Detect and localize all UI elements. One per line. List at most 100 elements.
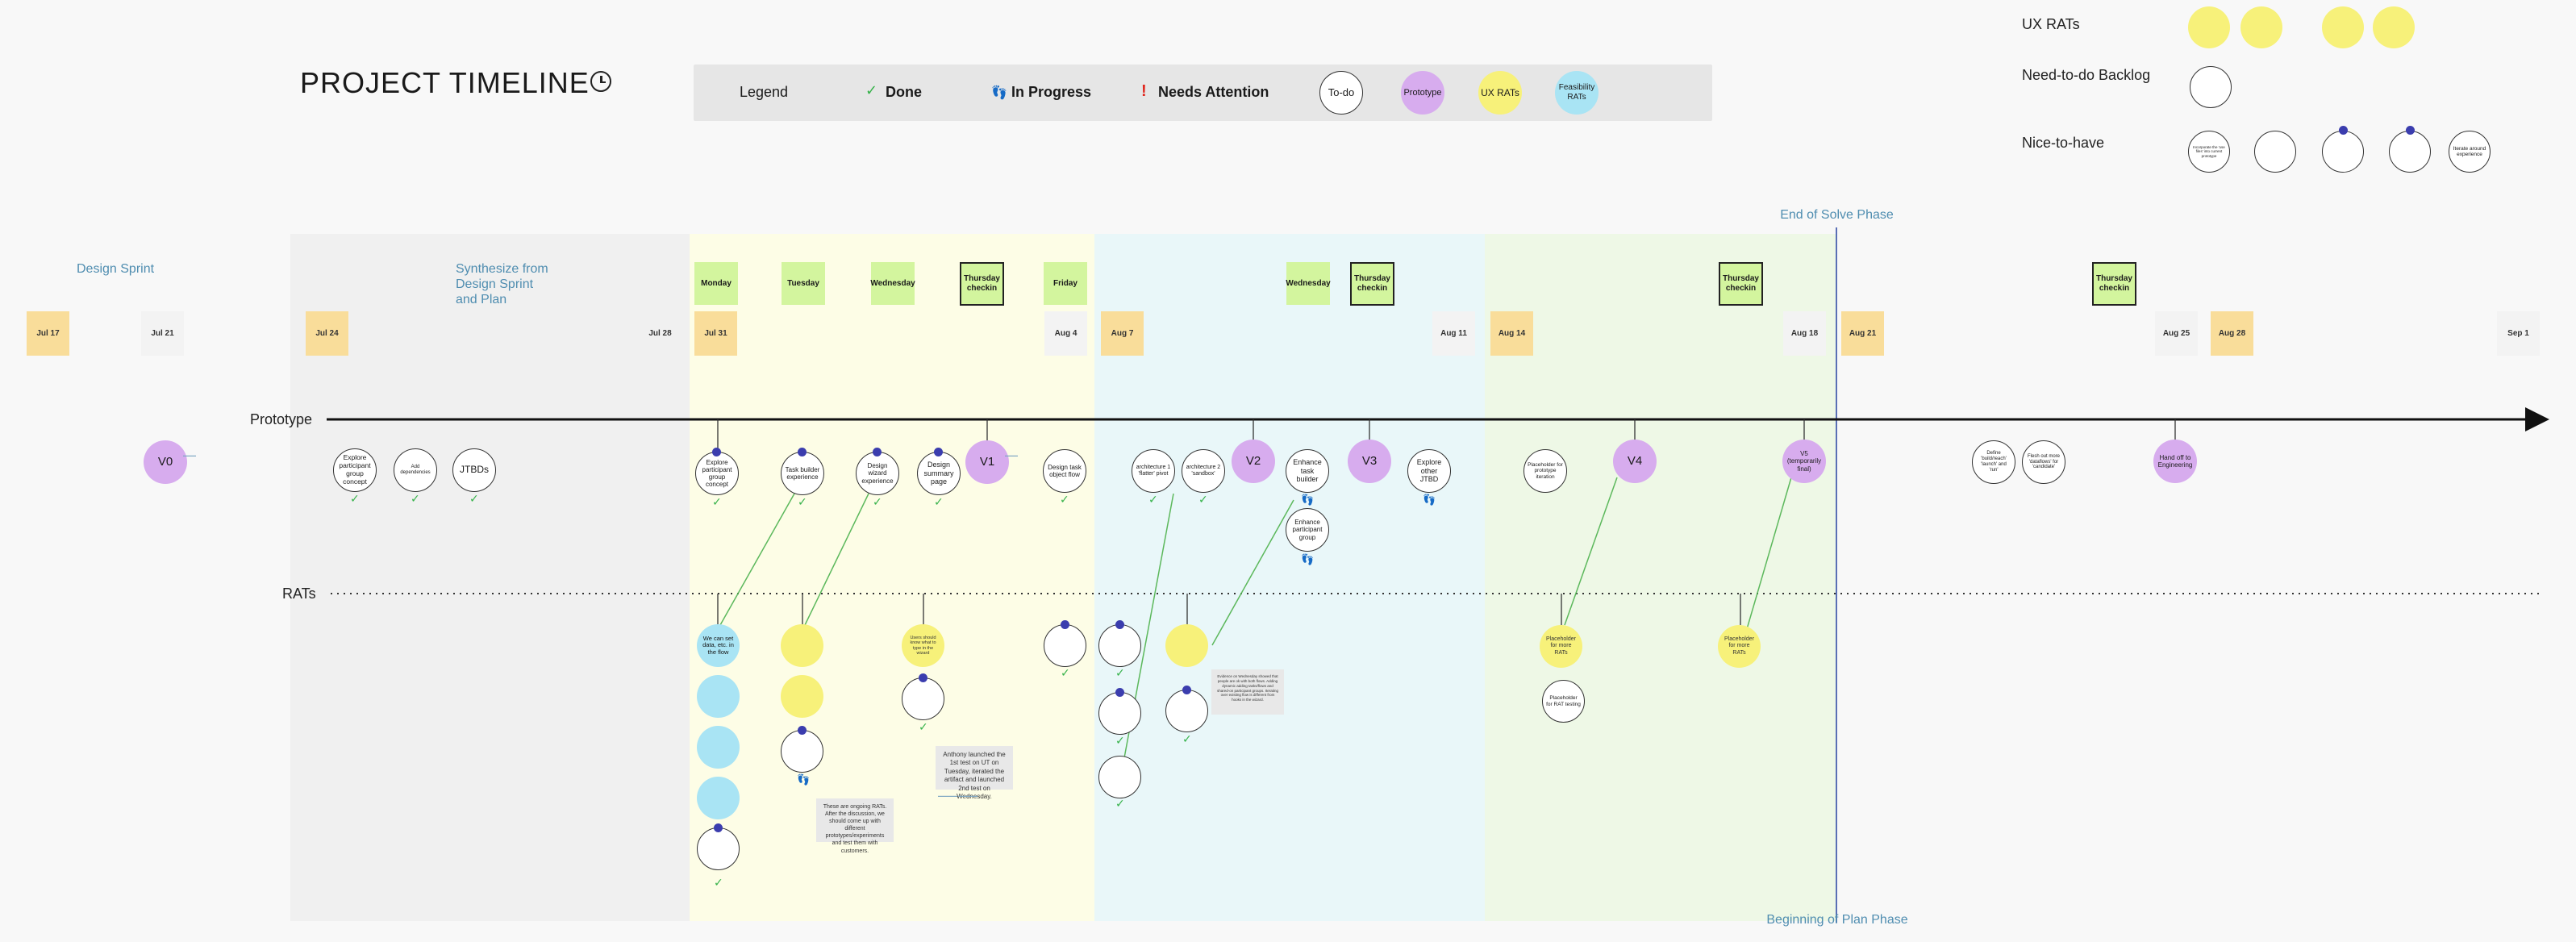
date-marker: Jul 28 — [648, 329, 672, 338]
check-icon: ✓ — [714, 876, 723, 889]
todo-rat-node — [902, 677, 944, 720]
nice-item — [2254, 131, 2296, 173]
date-marker: Aug 11 — [1432, 311, 1475, 356]
todo-node: Design summary page — [917, 452, 961, 495]
day-marker: Thursday checkin — [2092, 262, 2136, 306]
day-marker: Wednesday — [1286, 262, 1331, 305]
legend-ux-rats: UX RATs — [1478, 71, 1522, 115]
day-marker: Thursday checkin — [960, 262, 1004, 306]
ux-rat-node: Placeholder for more RATs — [1540, 625, 1582, 668]
footprints-icon: 👣 — [1301, 553, 1315, 565]
day-marker: Thursday checkin — [1719, 262, 1763, 306]
ux-rat-node — [1165, 624, 1208, 667]
check-icon: ✓ — [350, 492, 360, 505]
assignee-dot — [1061, 620, 1069, 629]
day-marker: Monday — [694, 262, 738, 305]
prototype-node: V1 — [965, 440, 1009, 484]
week2-band — [1094, 234, 1485, 921]
date-marker: Aug 21 — [1841, 311, 1884, 356]
check-icon: ✓ — [1115, 734, 1125, 747]
date-marker: Aug 25 — [2155, 311, 2198, 356]
check-icon: ✓ — [411, 492, 420, 505]
check-icon: ✓ — [1061, 666, 1070, 679]
todo-node: Placeholder for prototype iteration — [1524, 449, 1567, 493]
legend-prototype: Prototype — [1401, 71, 1444, 115]
assignee-dot — [798, 726, 807, 735]
annotation: ▬▬▬▬▬▬ ▬▬▬▬▬▬ — [938, 794, 978, 798]
day-marker: Friday — [1044, 262, 1087, 305]
check-icon: ✓ — [873, 495, 882, 508]
annotation: ▬▬▬▬ — [183, 453, 196, 457]
day-marker: Tuesday — [782, 262, 825, 305]
todo-node: Task builder experience — [781, 452, 824, 495]
prototype-row-label: Prototype — [250, 411, 313, 427]
date-marker: Jul 24 — [306, 311, 348, 356]
todo-rat-node: Placeholder for RAT testing — [1542, 680, 1585, 723]
assignee-dot — [2406, 126, 2415, 135]
check-icon: ✓ — [1148, 493, 1158, 506]
backlog-item — [2190, 66, 2232, 108]
sticky-note: These are ongoing RATs. After the discus… — [816, 798, 894, 854]
check-icon: ✓ — [919, 720, 928, 733]
design-sprint-label: Design Sprint — [77, 262, 155, 276]
prototype-node: V2 — [1232, 440, 1275, 483]
footprints-icon: 👣 — [1301, 494, 1315, 506]
todo-node: Explore participant group concept — [333, 448, 377, 492]
assignee-dot — [873, 448, 882, 456]
check-icon: ✓ — [1182, 732, 1192, 745]
check-icon: ✓ — [1060, 493, 1069, 506]
todo-node: Enhance task builder — [1286, 449, 1329, 493]
ux-rat-note — [2322, 6, 2364, 48]
prototype-node: Hand off to Engineering — [2153, 440, 2197, 483]
nice-item: Incorporate the 'use files' into current… — [2188, 131, 2230, 173]
day-marker: Thursday checkin — [1350, 262, 1394, 306]
todo-node: Flesh out more 'dataflows' for 'candidat… — [2022, 440, 2065, 484]
exclamation-icon: ! — [1141, 82, 1147, 100]
date-marker: Aug 18 — [1783, 311, 1826, 356]
todo-rat-node — [1098, 692, 1141, 735]
page-title: PROJECT TIMELINE — [300, 66, 590, 99]
nice-item: Iterate around experience — [2449, 131, 2491, 173]
ux-rat-note — [2373, 6, 2415, 48]
ux-rat-node — [781, 624, 823, 667]
synthesis-band — [290, 234, 690, 921]
legend-needs-attention: Needs Attention — [1158, 84, 1269, 100]
todo-rat-node — [1098, 624, 1141, 667]
assignee-dot — [934, 448, 943, 456]
assignee-dot — [798, 448, 807, 456]
todo-rat-node — [1044, 624, 1086, 667]
todo-node: Explore participant group concept — [695, 452, 739, 495]
date-marker: Aug 7 — [1101, 311, 1144, 356]
check-icon: ✓ — [1115, 666, 1125, 679]
date-marker: Sep 1 — [2497, 311, 2540, 356]
date-marker: Aug 28 — [2211, 311, 2253, 356]
feasibility-rat-node: We can set data, etc. in the flow — [697, 624, 740, 667]
check-icon: ✓ — [798, 495, 807, 508]
assignee-dot — [1182, 686, 1191, 694]
synthesize-label: Synthesize from Design Sprint and Plan — [456, 261, 548, 307]
todo-node: Explore other JTBD — [1407, 449, 1451, 493]
footprints-icon: 👣 — [1423, 494, 1436, 506]
nice-section-label: Nice-to-have — [2022, 135, 2105, 151]
check-icon: ✓ — [934, 495, 944, 508]
date-marker: Jul 31 — [694, 311, 737, 356]
ux-rats-section-label: UX RATs — [2022, 16, 2080, 32]
assignee-dot — [2339, 126, 2348, 135]
todo-node: Design task object flow — [1043, 449, 1086, 493]
date-marker: Jul 21 — [141, 311, 184, 356]
assignee-dot — [919, 673, 927, 682]
todo-node: Enhance participant group — [1286, 508, 1329, 552]
feasibility-rat-node — [697, 675, 740, 718]
sticky-note: Evidence on Wednesday showed that people… — [1211, 669, 1284, 715]
todo-node: Design wizard experience — [856, 452, 899, 495]
assignee-dot — [1115, 620, 1124, 629]
todo-node: architecture 2 'sandbox' — [1182, 449, 1225, 493]
week3-band — [1485, 234, 1836, 921]
end-of-solve-phase-label: End of Solve Phase — [1780, 208, 1894, 222]
assignee-dot — [714, 823, 723, 832]
ux-rat-node: Placeholder for more RATs — [1718, 625, 1761, 668]
footprints-icon: 👣 — [797, 773, 811, 786]
todo-rat-node — [1098, 756, 1141, 798]
ux-rat-note — [2240, 6, 2282, 48]
